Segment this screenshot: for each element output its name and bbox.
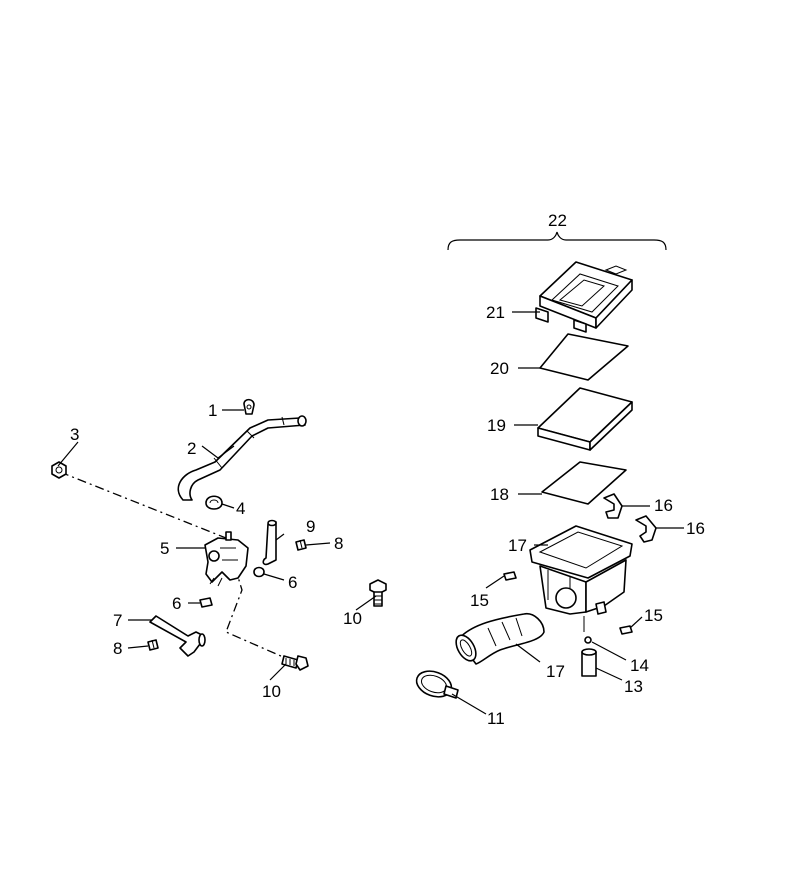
callout-21: 21 [486, 303, 505, 322]
leader-lines [57, 311, 684, 715]
callout-15-left: 15 [470, 591, 489, 610]
callout-5: 5 [160, 539, 169, 558]
part-filter-sheet-20 [539, 333, 629, 381]
part-tube-16-lower [635, 515, 657, 543]
part-bolt-10-lower [281, 655, 309, 671]
callout-3: 3 [70, 425, 79, 444]
callout-20: 20 [490, 359, 509, 378]
part-ring-14 [584, 636, 592, 644]
part-bolt-15-left [503, 571, 517, 581]
callout-8-upper: 8 [334, 534, 343, 553]
part-hose-2 [177, 415, 307, 501]
part-clamp-6-right [253, 566, 265, 578]
callout-22: 22 [548, 211, 567, 230]
callout-1: 1 [208, 401, 217, 420]
part-cover-21 [535, 261, 633, 333]
callout-8-lower: 8 [113, 639, 122, 658]
callout-14: 14 [630, 656, 649, 675]
part-drain-tube-13 [581, 648, 597, 677]
callout-18: 18 [490, 485, 509, 504]
part-hose-7 [149, 615, 206, 657]
part-clip-6-left [199, 597, 213, 608]
callout-2: 2 [187, 439, 196, 458]
part-clamp-1 [243, 398, 255, 415]
part-clip-8-upper [295, 539, 307, 551]
callout-10-middle: 10 [343, 609, 362, 628]
part-clip-8-lower [147, 639, 159, 651]
callout-9: 9 [306, 517, 315, 536]
part-bolt-10-middle [369, 579, 387, 607]
part-airbox-17 [529, 525, 633, 632]
part-filter-sheet-18 [541, 461, 627, 505]
callout-7: 7 [113, 611, 122, 630]
part-separator-5 [204, 531, 249, 587]
callout-19: 19 [487, 416, 506, 435]
part-hose-9 [262, 519, 277, 566]
part-intake-duct-17 [455, 612, 545, 665]
callout-16-upper: 16 [654, 496, 673, 515]
callout-17-duct: 17 [546, 662, 565, 681]
center-line-left [59, 471, 291, 661]
bracket-22 [447, 231, 667, 251]
callout-10-lower: 10 [262, 682, 281, 701]
part-nut-3 [51, 461, 67, 479]
part-clamp-4 [205, 495, 223, 510]
part-hose-clamp-11 [415, 670, 459, 699]
callout-17-airbox: 17 [508, 536, 527, 555]
part-tube-16-upper [603, 493, 623, 519]
part-bolt-15-right [619, 625, 633, 635]
callout-labels: 1 2 3 4 5 6 6 7 8 8 9 10 10 11 13 14 15 … [70, 211, 705, 728]
callout-16-lower: 16 [686, 519, 705, 538]
part-filter-element-19 [537, 387, 633, 451]
callout-15-right: 15 [644, 606, 663, 625]
callout-4: 4 [236, 499, 245, 518]
callout-6-right: 6 [288, 573, 297, 592]
callout-11: 11 [487, 709, 505, 728]
callout-6-left: 6 [172, 594, 181, 613]
callout-13: 13 [624, 677, 643, 696]
